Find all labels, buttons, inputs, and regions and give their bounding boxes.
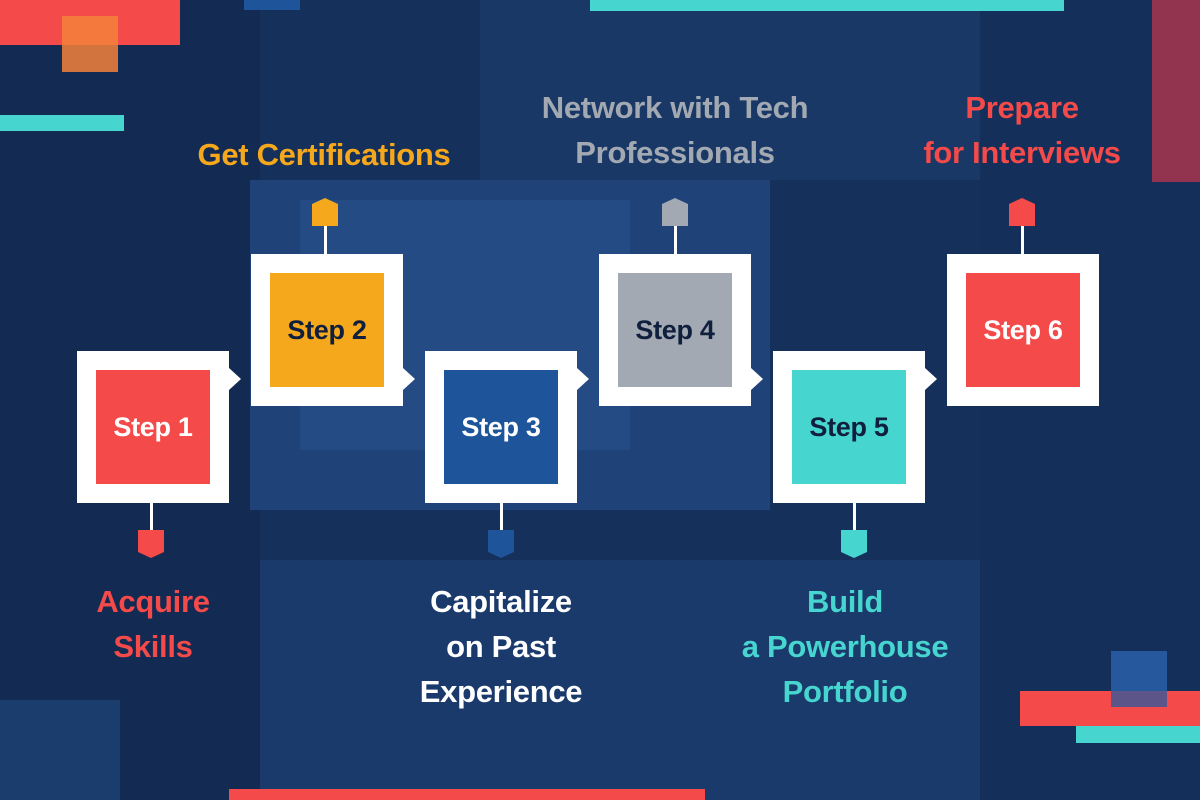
step-4-caption: Network with Tech Professionals (520, 85, 830, 175)
step-3-box: Step 3 (425, 351, 577, 503)
decor-red-bar-bottom-right (1020, 691, 1200, 726)
step-2-caption-line-1: Get Certifications (197, 137, 451, 172)
step-5-label: Step 5 (792, 370, 906, 484)
step-1-arrow (229, 368, 241, 390)
step-1-label: Step 1 (96, 370, 210, 484)
step-6-box: Step 6 (947, 254, 1099, 406)
step-5-connector (853, 503, 856, 530)
step-5-marker (841, 530, 867, 558)
decor-blue-bar-top (244, 0, 300, 10)
decor-teal-bar-top (590, 0, 1064, 11)
step-4-box: Step 4 (599, 254, 751, 406)
step-4-caption-line-1: Network with Tech (541, 90, 809, 125)
step-6-connector (1021, 226, 1024, 254)
step-4-label: Step 4 (618, 273, 732, 387)
step-5-arrow (925, 368, 937, 390)
step-4-arrow (751, 368, 763, 390)
step-3-caption: Capitalize on Past Experience (396, 579, 606, 714)
step-4-connector (674, 226, 677, 254)
step-4-marker (662, 198, 688, 226)
step-1-caption-line-1: Acquire (96, 584, 210, 619)
step-2-box: Step 2 (251, 254, 403, 406)
step-1-marker (138, 530, 164, 558)
step-3-caption-line-1: Capitalize (430, 584, 572, 619)
step-1-caption: Acquire Skills (53, 579, 253, 669)
step-6-label: Step 6 (966, 273, 1080, 387)
step-6-caption-line-1: Prepare (965, 90, 1079, 125)
step-2-arrow (403, 368, 415, 390)
step-6-caption: Prepare for Interviews (902, 85, 1142, 175)
step-2-label: Step 2 (270, 273, 384, 387)
step-3-caption-line-3: Experience (419, 674, 583, 709)
step-6-caption-line-2: for Interviews (923, 135, 1121, 170)
decor-teal-bar-bottom-right (1076, 726, 1200, 743)
decor-red-bar-right (1152, 0, 1200, 182)
step-3-connector (500, 503, 503, 530)
background-panel-bottom (260, 560, 980, 800)
step-3-label: Step 3 (444, 370, 558, 484)
step-1-connector (150, 503, 153, 530)
decor-red-bar-bottom (229, 789, 705, 800)
step-3-arrow (577, 368, 589, 390)
step-5-box: Step 5 (773, 351, 925, 503)
step-6-marker (1009, 198, 1035, 226)
step-2-caption: Get Certifications (174, 132, 474, 177)
step-2-marker (312, 198, 338, 226)
decor-orange-square (62, 16, 118, 72)
decor-teal-bar-left (0, 115, 124, 131)
step-5-caption-line-2: a Powerhouse (741, 629, 949, 664)
step-3-caption-line-2: on Past (446, 629, 556, 664)
step-4-caption-line-2: Professionals (575, 135, 775, 170)
step-2-connector (324, 226, 327, 254)
step-5-caption: Build a Powerhouse Portfolio (720, 579, 970, 714)
background-panel-top (480, 0, 980, 180)
decor-blue-square-overlay (1111, 651, 1167, 707)
step-5-caption-line-1: Build (807, 584, 883, 619)
step-3-marker (488, 530, 514, 558)
step-5-caption-line-3: Portfolio (782, 674, 908, 709)
background-panel-lower-left (0, 700, 120, 800)
step-1-box: Step 1 (77, 351, 229, 503)
step-1-caption-line-2: Skills (113, 629, 193, 664)
